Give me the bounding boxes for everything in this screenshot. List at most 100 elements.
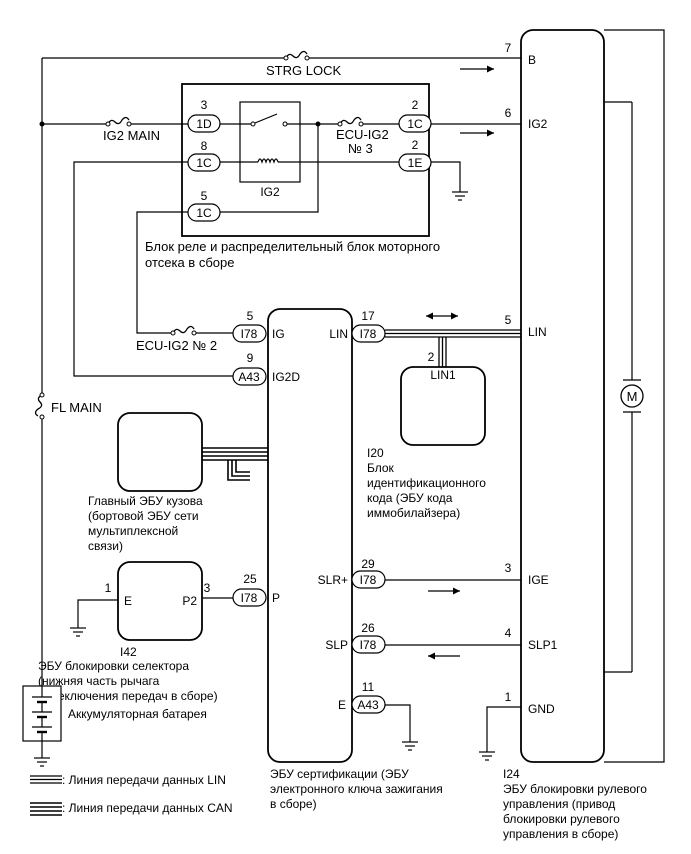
pin-ig2-num: 6 xyxy=(505,106,512,120)
fuse-terminal xyxy=(126,121,132,127)
pin-ige-num: 3 xyxy=(505,561,512,575)
main-body-caption-1: Главный ЭБУ кузова xyxy=(88,494,203,508)
steering-ground-wire xyxy=(486,706,521,752)
id-code-caption-2: идентификационного xyxy=(367,476,486,490)
connector-i78-ig xyxy=(232,324,267,343)
fuse-terminal xyxy=(191,330,197,336)
ig2-relay-box xyxy=(239,101,301,183)
fl-main-label: FL MAIN xyxy=(51,400,102,415)
certification-ecu-body xyxy=(267,308,353,763)
ground-icon xyxy=(452,191,468,201)
motor-icon xyxy=(620,384,644,408)
fuse-terminal xyxy=(105,121,111,127)
ig2-main-label: IG2 MAIN xyxy=(103,128,160,143)
relay-pin-5-num: 2 xyxy=(412,138,419,152)
pin-slr-name: SLR+ xyxy=(318,573,348,587)
fuse-terminal xyxy=(358,121,364,127)
relay-pin-3-conn: 1C xyxy=(196,206,212,220)
ground-icon xyxy=(34,757,50,767)
pin-e-name: E xyxy=(338,698,346,712)
pin-lin-name: LIN xyxy=(329,327,348,341)
ground-icon xyxy=(402,741,418,751)
pin-gnd-num: 1 xyxy=(505,690,512,704)
id-code-caption-1: Блок xyxy=(367,461,395,475)
legend-lin-label: : Линия передачи данных LIN xyxy=(62,773,226,787)
fl-main-fuse-icon xyxy=(34,394,43,417)
pin-b-num: 7 xyxy=(505,41,512,55)
pin-ige-name: IGE xyxy=(528,573,549,587)
fuse-terminal xyxy=(39,414,45,420)
relay-ground-wire xyxy=(431,161,461,192)
id-code-caption-4: иммобилайзера) xyxy=(367,506,460,520)
shift-lock-caption-1: ЭБУ блокировки селектора xyxy=(38,659,189,673)
arrow-head xyxy=(453,587,460,595)
arrow-head xyxy=(428,652,435,660)
steering-lock-caption-2: управления (привод xyxy=(503,797,615,811)
pin-lin-num: 17 xyxy=(361,309,375,323)
strg-lock-fuse-icon xyxy=(285,50,308,59)
relay-internal-wire xyxy=(220,124,319,213)
shift-lock-ecu-body xyxy=(117,561,203,641)
certification-ecu: 5 I78 IG 9 A43 IG2D 17 I78 LIN 25 I78 P … xyxy=(232,308,443,811)
fuse-terminal xyxy=(39,392,45,398)
relay-block-caption-1: Блок реле и распределительный блок мотор… xyxy=(145,239,440,254)
shift-lock-ecu: 1 E 3 P2 I42 ЭБУ блокировки селектора (н… xyxy=(38,561,233,703)
relay-pin-4-num: 2 xyxy=(412,98,419,112)
steering-lock-caption-4: управления в сборе) xyxy=(503,827,618,841)
ecu-ig2-2-fuse-icon xyxy=(172,325,195,334)
connector-a43-ig2d xyxy=(232,367,267,386)
fuse-terminal xyxy=(337,121,343,127)
ig2-main-fuse-icon xyxy=(107,116,130,125)
ig2-relay-label: IG2 xyxy=(260,185,280,199)
relay-block-caption-2: отсека в сборе xyxy=(145,255,234,270)
power-feed: STRG LOCK FL MAIN xyxy=(34,50,521,686)
pin-p-num: 25 xyxy=(243,572,257,586)
pin-ig2d-conn: A43 xyxy=(238,370,260,384)
arrow-head xyxy=(487,65,494,73)
legend-can-line-icon xyxy=(30,802,62,816)
pin-ig2d-num: 9 xyxy=(247,351,254,365)
steering-lock-caption-1: ЭБУ блокировки рулевого xyxy=(503,782,647,796)
fuse-terminal xyxy=(283,55,289,61)
pin-lin-num: 5 xyxy=(505,313,512,327)
ecu-ig2-3-label-2: № 3 xyxy=(348,141,373,156)
steering-lock-code: I24 xyxy=(503,767,520,781)
relay-block: IG2 MAIN 3 1D 8 1C 5 1C IG2 ECU-IG2 № 3 xyxy=(42,83,440,270)
pin-slp-name: SLP xyxy=(325,638,348,652)
cert-ecu-caption-3: в сборе) xyxy=(270,797,317,811)
shift-pin-p2-num: 3 xyxy=(204,581,211,595)
fuse-terminal xyxy=(304,55,310,61)
fuse-terminal xyxy=(170,330,176,336)
pin-ig-conn: I78 xyxy=(241,327,258,341)
pin-slp-num: 26 xyxy=(361,621,375,635)
pin-slr-conn: I78 xyxy=(360,573,377,587)
main-body-ecu-body xyxy=(117,412,203,492)
ecu-ig2-3-label-1: ECU-IG2 xyxy=(336,127,389,142)
shift-pin-e-name: E xyxy=(124,594,132,608)
relay-pin-2-num: 8 xyxy=(201,139,208,153)
switch-contact xyxy=(250,121,256,127)
pin-slp1-name: SLP1 xyxy=(528,638,558,652)
pin-ig2d-name: IG2D xyxy=(272,370,300,384)
lin-bus xyxy=(385,312,521,367)
relay-pin-1-num: 3 xyxy=(201,98,208,112)
main-body-ecu: Главный ЭБУ кузова (бортовой ЭБУ сети му… xyxy=(88,412,268,553)
cert-ecu-caption-2: электронного ключа зажигания xyxy=(270,782,443,796)
shift-pin-p2-name: P2 xyxy=(182,594,197,608)
arrow-head xyxy=(487,129,494,137)
relay-pin-1-conn: 1D xyxy=(196,117,212,131)
relay-block-body xyxy=(181,83,430,237)
pin-lin-conn: I78 xyxy=(360,327,377,341)
pin-lin-name: LIN xyxy=(528,325,547,339)
shift-lock-caption-3: переключения передач в сборе) xyxy=(38,689,218,703)
id-code-caption-3: кода (ЭБУ кода xyxy=(367,491,453,505)
id-code-pin-name: LIN1 xyxy=(430,368,456,382)
shift-lock-code: I42 xyxy=(120,645,137,659)
pin-slr-num: 29 xyxy=(361,557,375,571)
relay-pin-4-conn: 1C xyxy=(407,117,423,131)
relay-pin-3-num: 5 xyxy=(201,189,208,203)
ig2d-wire xyxy=(73,161,233,377)
id-code-pin-num: 2 xyxy=(428,350,435,364)
